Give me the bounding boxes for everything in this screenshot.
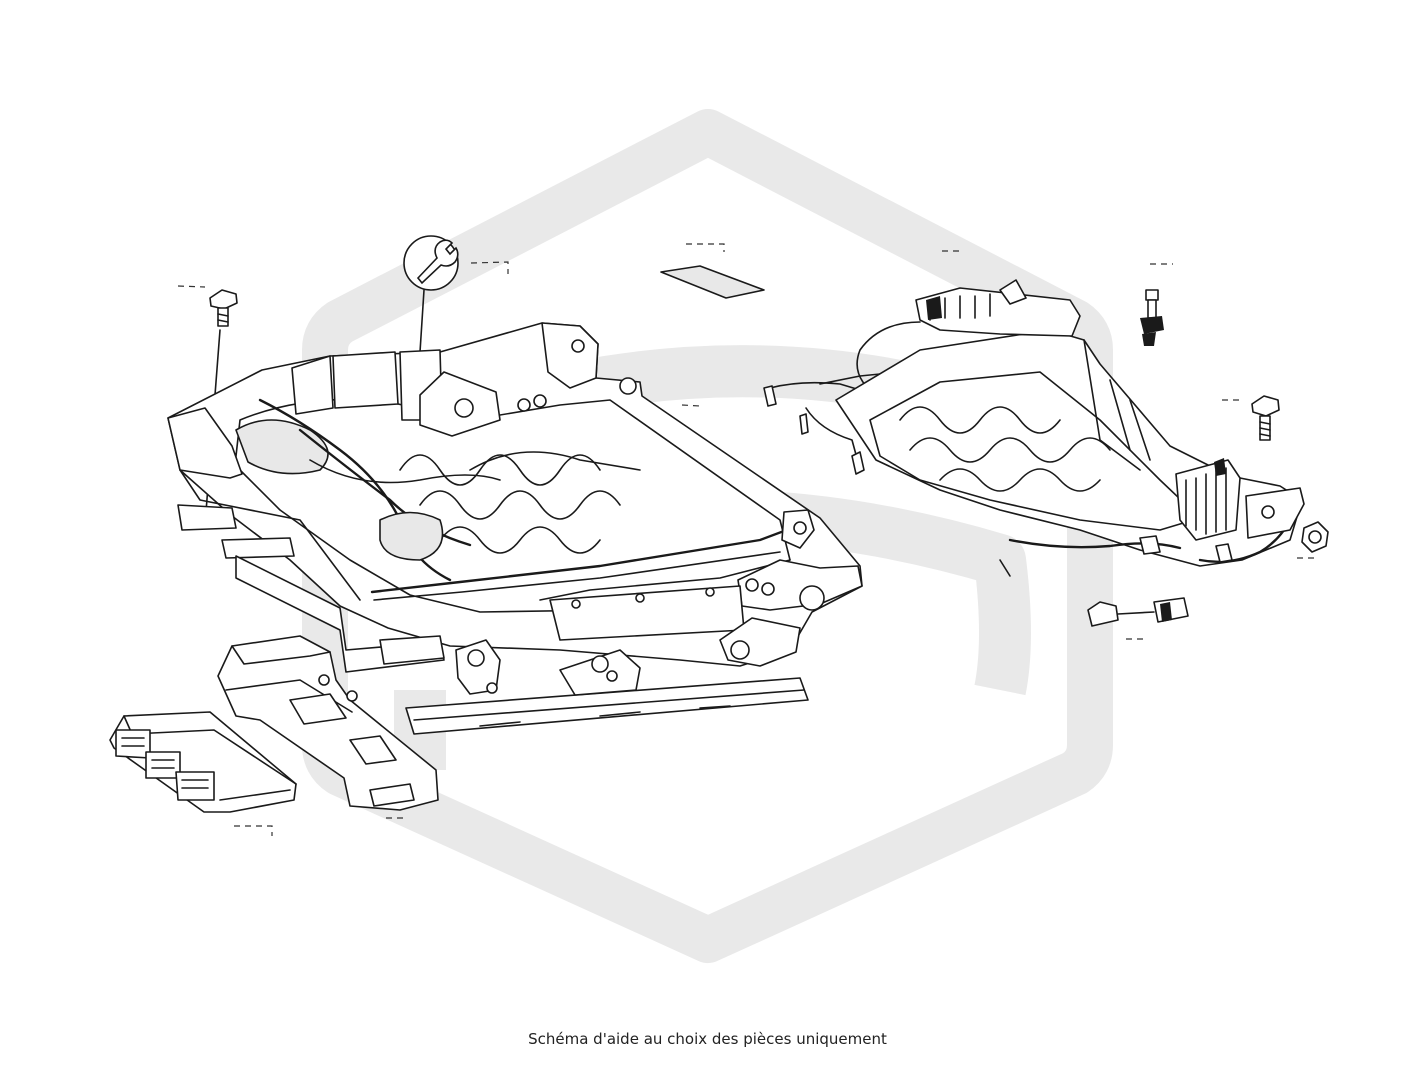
bolt-top-right [1140,289,1164,346]
seat-frame-main [167,322,863,673]
bolt-right [1251,395,1280,441]
motor-bracket [217,635,439,811]
lower-slide-rail [405,639,809,735]
connector-cable [1087,597,1189,627]
control-module [109,711,297,813]
rear-seat-pan [763,279,1305,577]
reference-markers [177,243,1319,836]
nut-right [1301,521,1329,553]
diagram-caption: Schéma d'aide au choix des pièces unique… [528,1030,887,1048]
label-plate [660,265,765,299]
wrench-icon [416,239,459,285]
wrench-callout [403,235,459,353]
